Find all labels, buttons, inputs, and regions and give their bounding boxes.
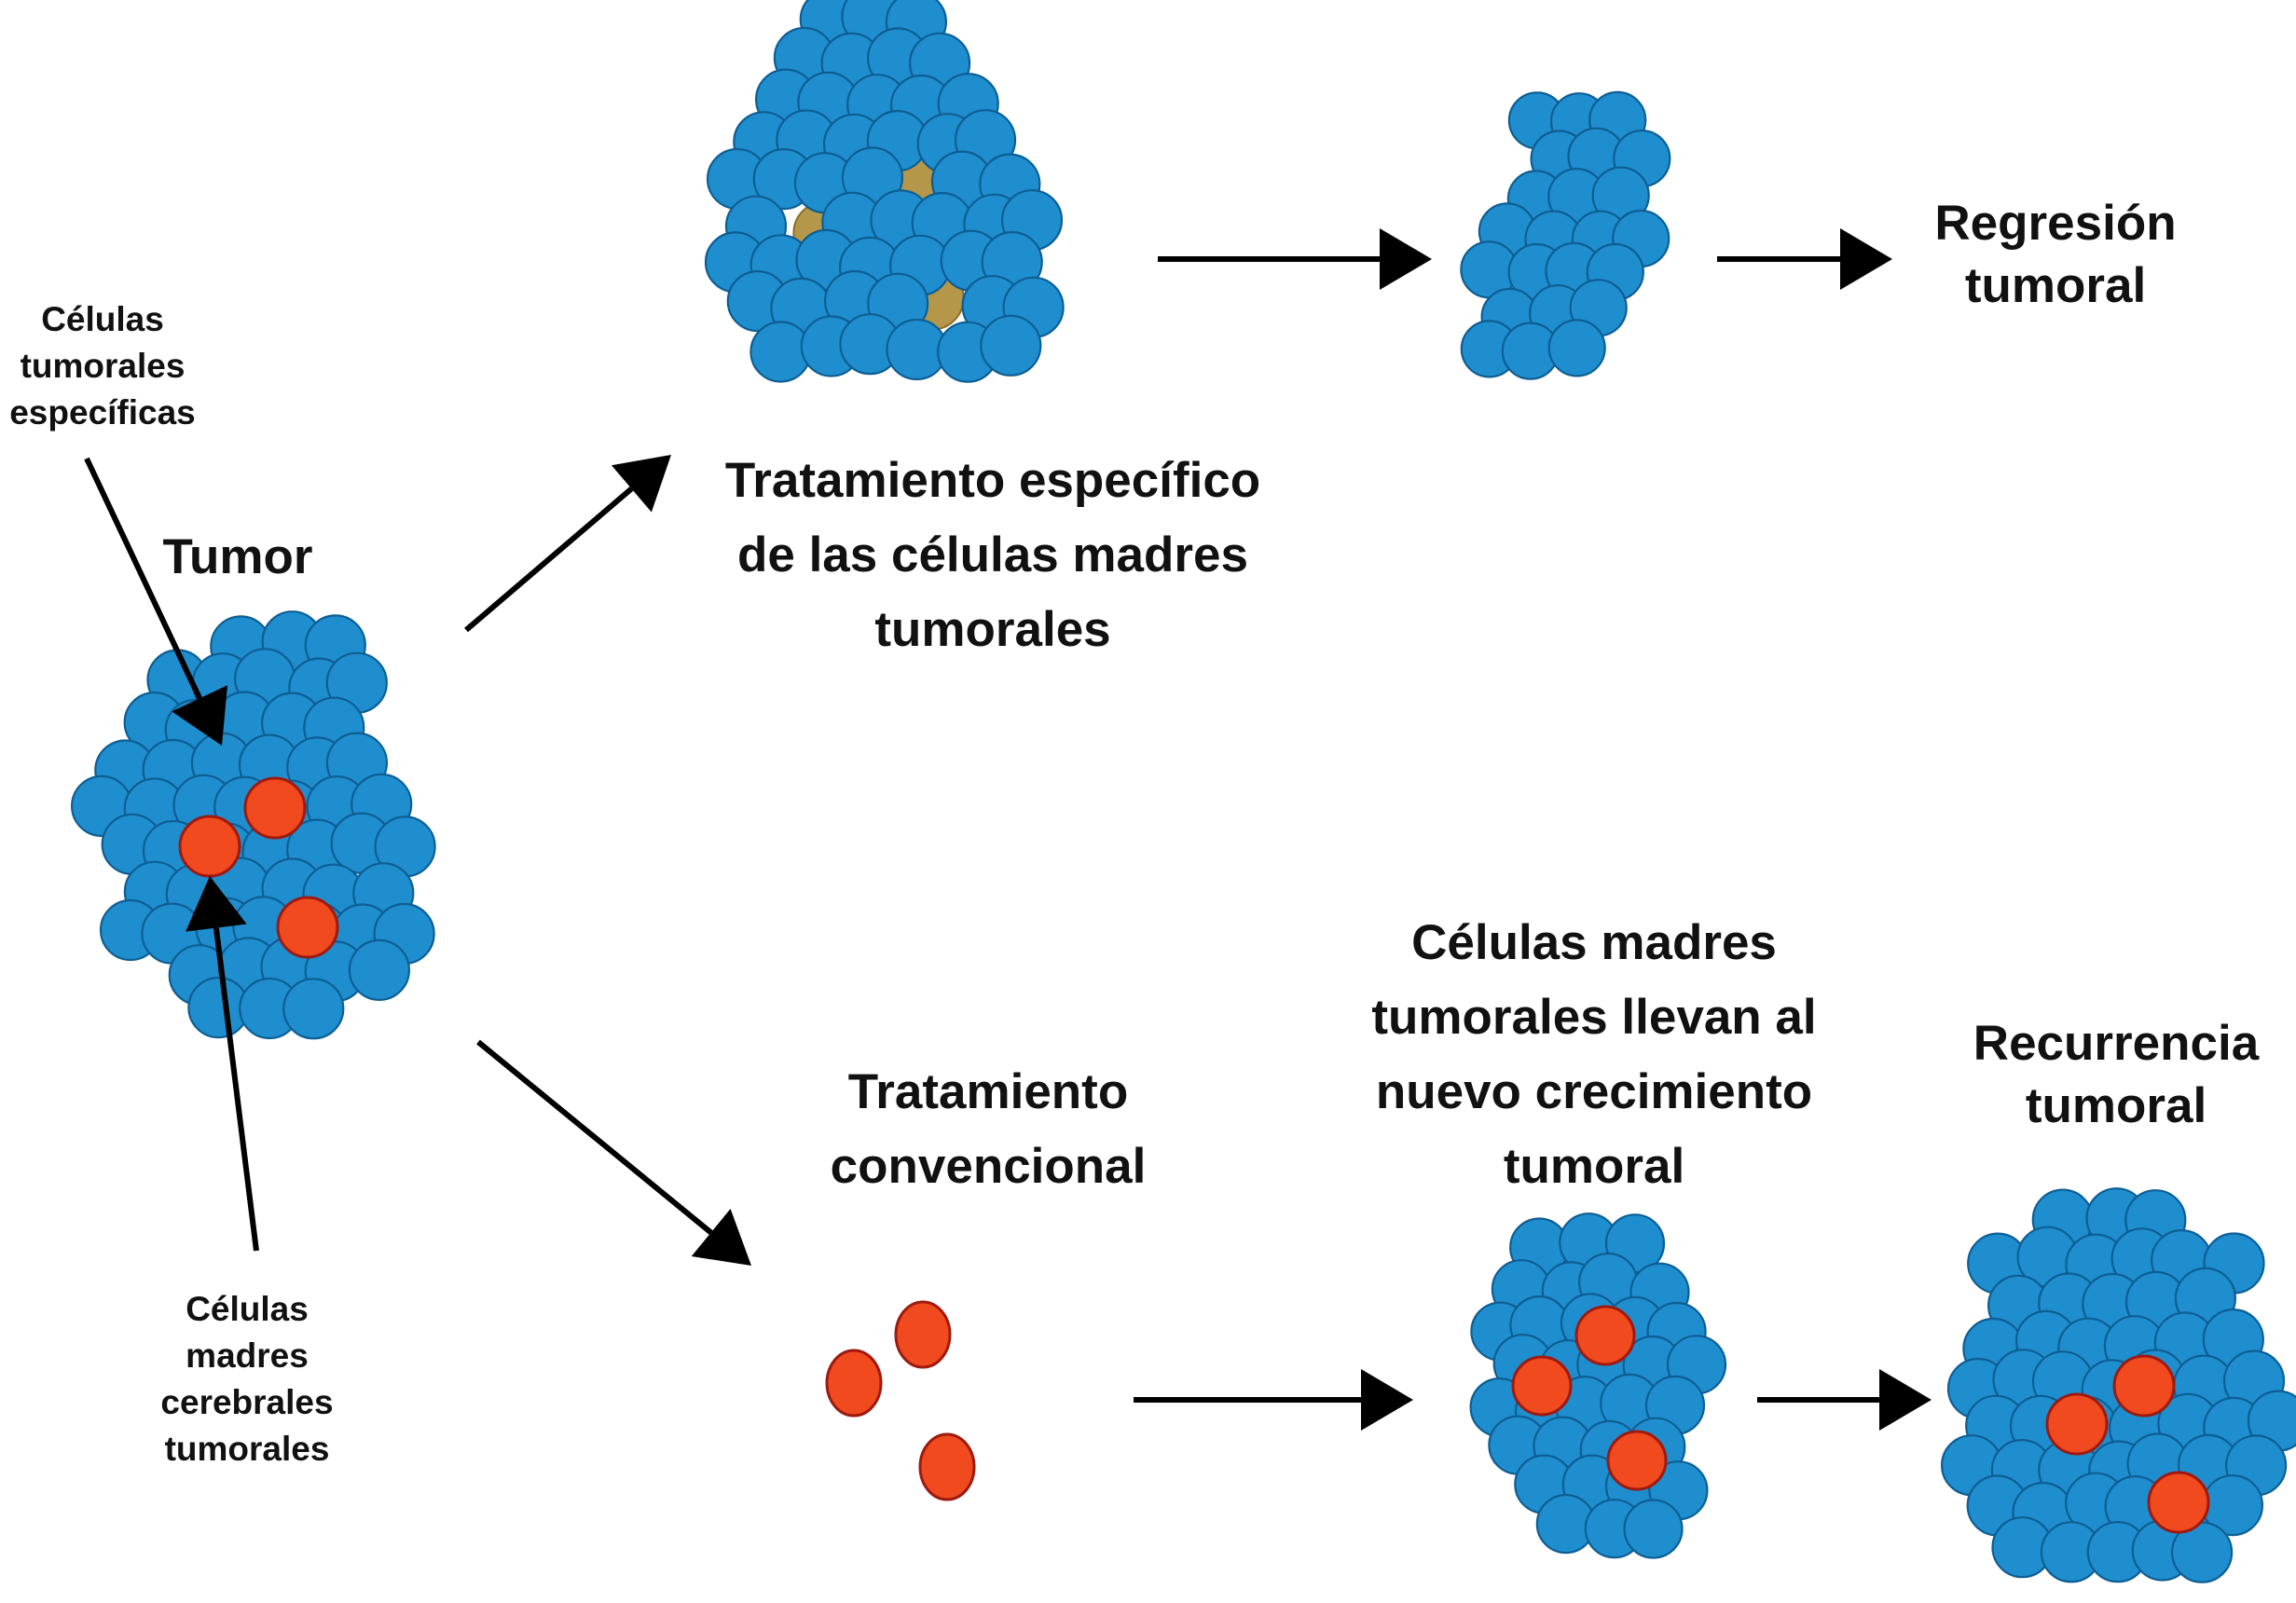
specific-treatment-label: Tratamiento específico de las células ma…: [724, 453, 1261, 657]
stem-cell: [894, 1300, 952, 1369]
surviving-stem-cells: [825, 1300, 976, 1501]
stem-cell: [918, 1432, 976, 1501]
regrowth-label: Células madres tumorales llevan al nuevo…: [1371, 915, 1817, 1194]
arrow-bottom-1: [1134, 1369, 1413, 1431]
stem-cell: [276, 896, 339, 959]
conventional-treatment-label: Tratamiento convencional: [830, 1064, 1147, 1194]
regrowth-cluster: [1469, 1213, 1727, 1559]
tumor-cell: [348, 939, 410, 1002]
stem-cell: [1574, 1305, 1636, 1366]
stem-cell: [2112, 1354, 2176, 1418]
regression-label: Regresión tumoral: [1934, 196, 2177, 313]
recurrence-cluster: [1941, 1187, 2296, 1583]
stem-cell: [178, 815, 241, 878]
tumor-cell: [282, 978, 345, 1040]
stem-cell: [1511, 1355, 1573, 1417]
recurrence-label: Recurrencia tumoral: [1973, 1016, 2260, 1133]
tumor-cell: [980, 314, 1042, 377]
stem-cell: [2045, 1392, 2109, 1456]
arrow-bottom-2: [1757, 1369, 1932, 1431]
shrinking-cluster: [1460, 90, 1671, 380]
tumor-cell: [1623, 1499, 1684, 1559]
arrow-to-specific-treatment: [464, 455, 671, 633]
stem-cell: [243, 776, 307, 840]
stem-cells-label: Células madres cerebrales tumorales: [160, 1290, 334, 1468]
stem-cell: [825, 1349, 883, 1418]
specific-cells-label: Células tumorales específicas: [9, 300, 196, 432]
tumor-cluster: [70, 610, 436, 1040]
tumor-cell: [1547, 319, 1606, 377]
arrow-to-conventional-treatment: [476, 1039, 751, 1266]
specific-treated-cluster: [704, 0, 1065, 383]
arrow-to-stem-cells: [186, 876, 259, 1252]
stem-cell: [1606, 1430, 1668, 1491]
arrow-to-specific-cells: [84, 457, 228, 746]
tumor-label: Tumor: [162, 529, 313, 584]
arrow-top-1: [1158, 228, 1432, 290]
stem-cell: [2147, 1471, 2210, 1534]
arrow-top-2: [1717, 228, 1892, 290]
